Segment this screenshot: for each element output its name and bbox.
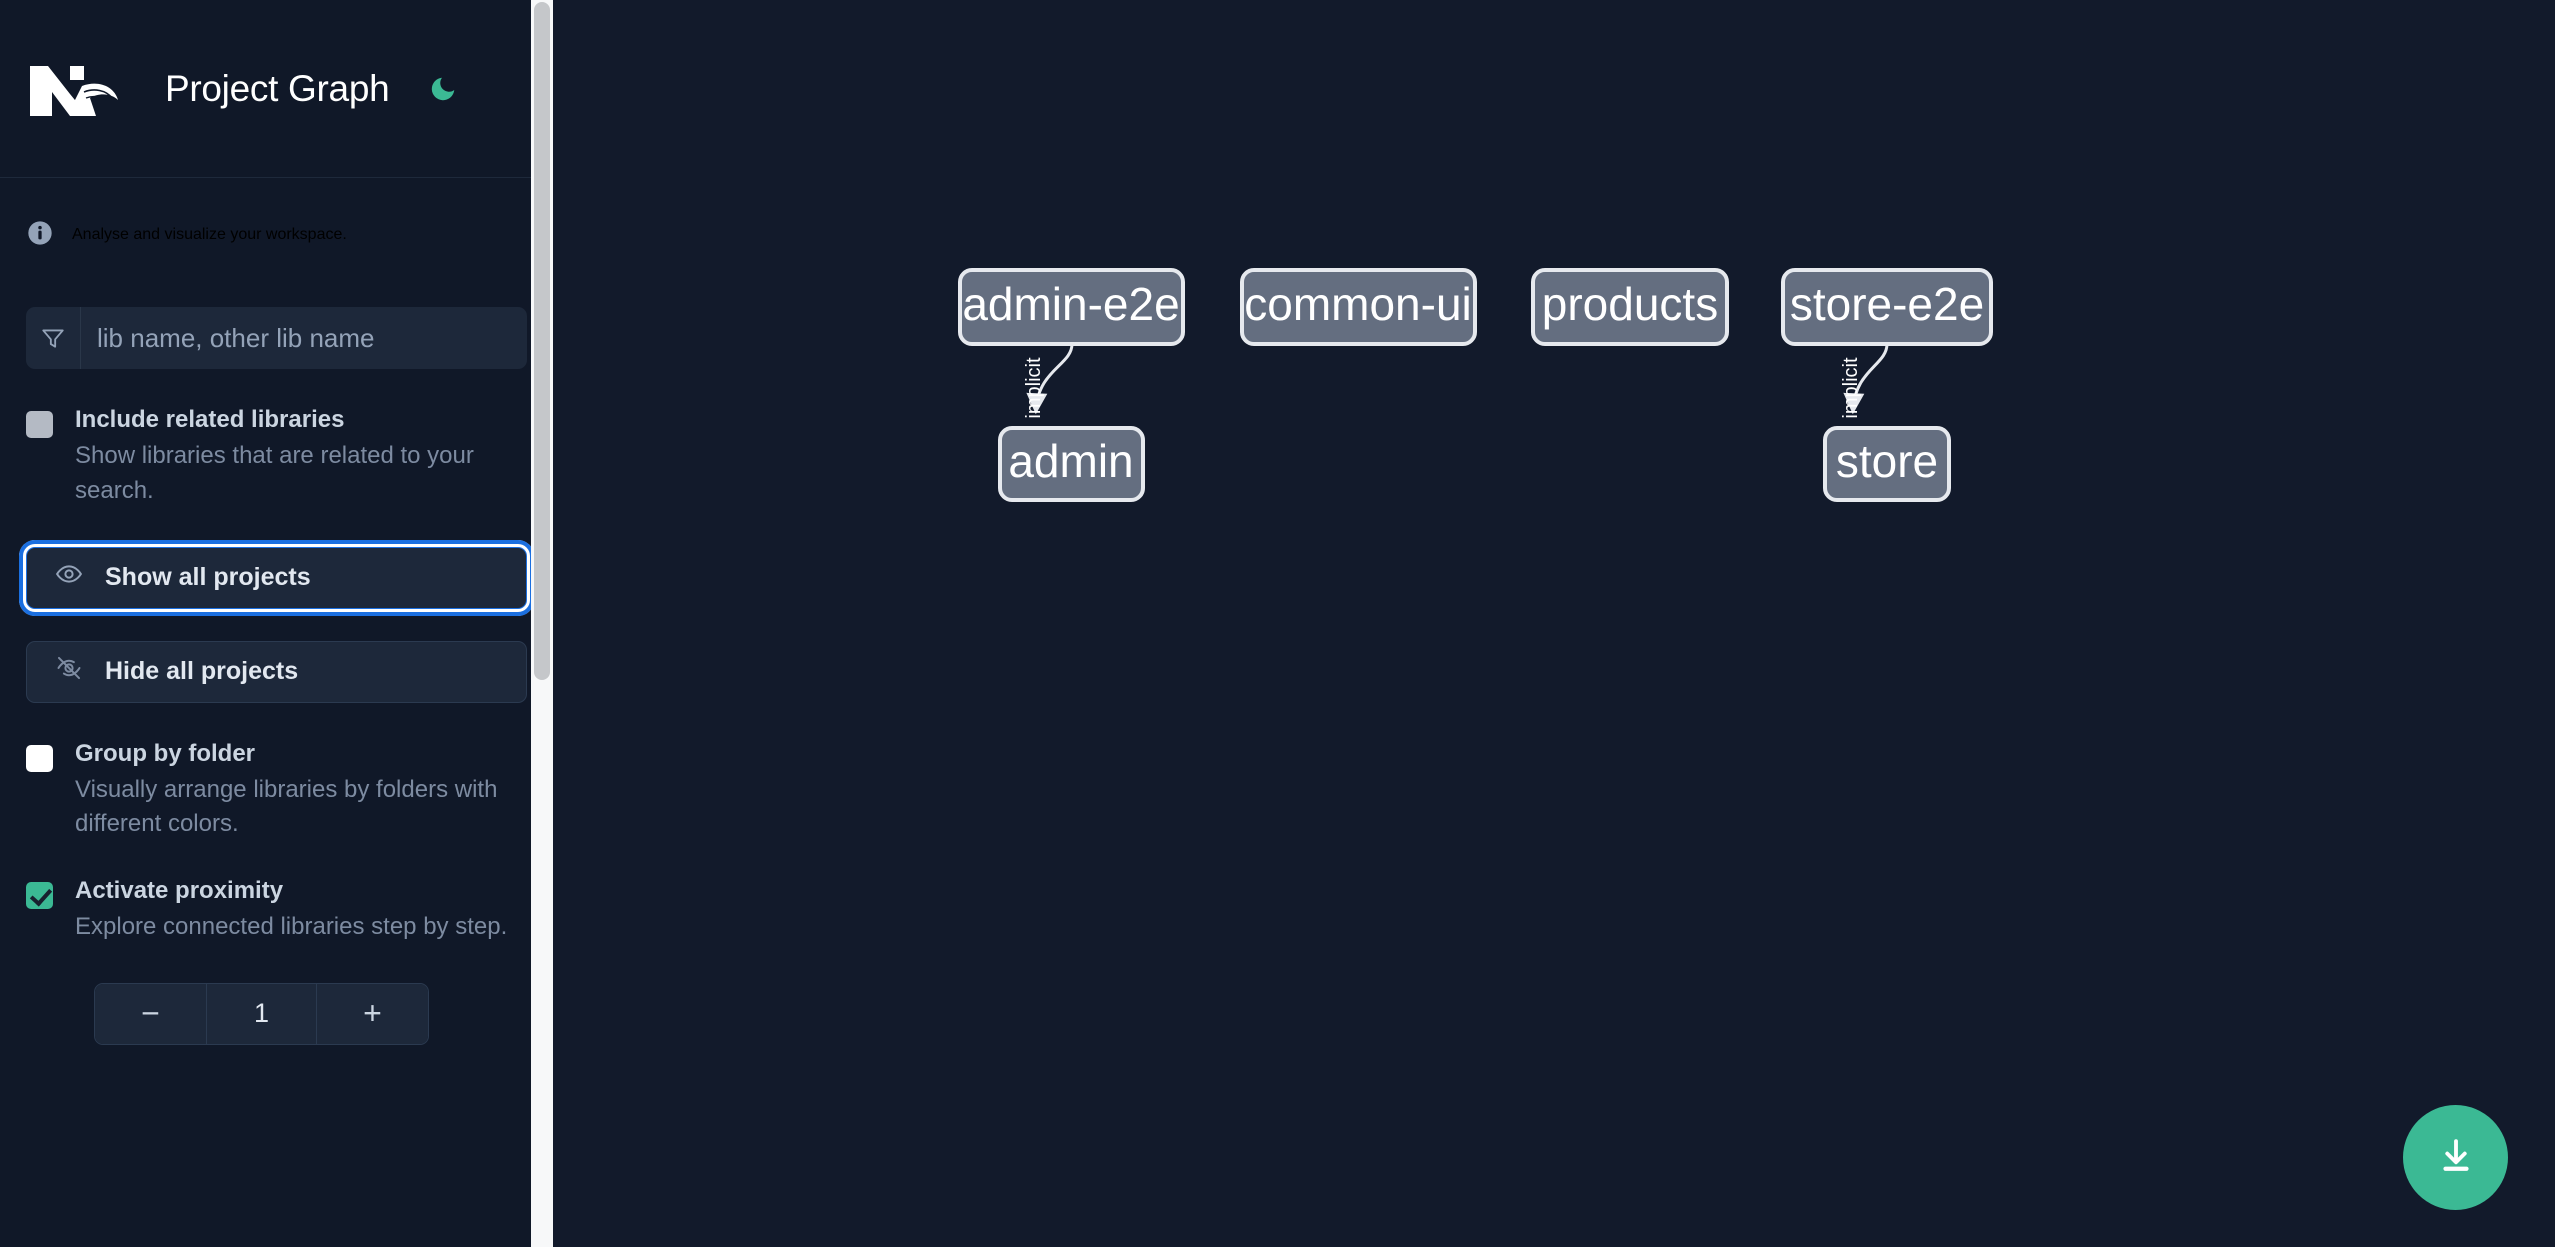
filter-search-box[interactable] xyxy=(26,307,527,369)
funnel-icon xyxy=(26,307,81,369)
sidebar-scrollbar-track[interactable] xyxy=(531,0,553,1247)
page-title: Project Graph xyxy=(165,67,390,109)
search-input[interactable] xyxy=(81,307,527,369)
project-graph-svg: implicit implicit admin-e2e common-ui pr… xyxy=(958,268,1993,502)
option-group-by-folder[interactable]: Group by folder Visually arrange librari… xyxy=(26,739,527,843)
graph-canvas[interactable]: implicit implicit admin-e2e common-ui pr… xyxy=(553,0,2555,1247)
graph-node-store-e2e[interactable]: store-e2e xyxy=(1781,268,1993,346)
hide-all-projects-label: Hide all projects xyxy=(105,657,299,686)
node-label: store-e2e xyxy=(1790,278,1984,330)
group-by-folder-checkbox[interactable] xyxy=(26,744,53,772)
visibility-buttons: Show all projects Hide all projects xyxy=(19,539,534,703)
tagline: Analyse and visualize your workspace. xyxy=(26,218,527,252)
proximity-value: 1 xyxy=(206,983,317,1044)
graph-node-admin[interactable]: admin xyxy=(998,426,1145,502)
graph-node-store[interactable]: store xyxy=(1823,426,1951,502)
option-activate-proximity[interactable]: Activate proximity Explore connected lib… xyxy=(26,876,527,945)
graph-node-admin-e2e[interactable]: admin-e2e xyxy=(958,268,1185,346)
option-description: Visually arrange libraries by folders wi… xyxy=(75,775,498,838)
node-label: products xyxy=(1542,278,1718,330)
nx-logo-icon xyxy=(26,58,123,120)
show-all-projects-button[interactable]: Show all projects xyxy=(19,539,534,616)
download-icon xyxy=(2435,1135,2477,1180)
option-label: Include related libraries xyxy=(75,406,345,433)
eye-icon xyxy=(55,560,83,595)
option-label: Activate proximity xyxy=(75,877,284,905)
tagline-text: Analyse and visualize your workspace. xyxy=(72,226,347,243)
moon-icon[interactable] xyxy=(421,67,465,111)
eye-off-icon xyxy=(55,654,83,689)
sidebar-header: Project Graph xyxy=(0,0,553,178)
graph-node-products[interactable]: products xyxy=(1531,268,1729,346)
node-label: admin xyxy=(1008,435,1133,487)
edge-label-implicit-admin: implicit xyxy=(1023,357,1045,419)
show-all-projects-label: Show all projects xyxy=(105,563,311,592)
node-label: common-ui xyxy=(1244,278,1472,330)
option-include-related-libraries[interactable]: Include related libraries Show libraries… xyxy=(26,405,527,509)
proximity-decrement-button[interactable]: − xyxy=(95,983,206,1044)
edge-label-implicit-store: implicit xyxy=(1840,357,1862,419)
sidebar: Project Graph Analyse and visualize your… xyxy=(0,0,553,1247)
edge-store-e2e-store[interactable] xyxy=(1843,343,1889,415)
sidebar-body: Analyse and visualize your workspace. In… xyxy=(0,218,553,1045)
info-icon xyxy=(26,219,54,252)
node-label: store xyxy=(1836,435,1938,487)
include-related-libraries-checkbox[interactable] xyxy=(26,411,53,438)
edge-admin-e2e-admin[interactable] xyxy=(1026,343,1074,415)
hide-all-projects-button[interactable]: Hide all projects xyxy=(26,640,527,703)
proximity-increment-button[interactable]: + xyxy=(317,983,428,1044)
activate-proximity-checkbox[interactable] xyxy=(26,882,53,910)
option-description: Show libraries that are related to your … xyxy=(75,442,474,504)
node-label: admin-e2e xyxy=(962,278,1179,330)
graph-node-common-ui[interactable]: common-ui xyxy=(1240,268,1477,346)
option-description: Explore connected libraries step by step… xyxy=(75,913,508,941)
proximity-stepper[interactable]: − 1 + xyxy=(94,982,429,1045)
sidebar-scrollbar-thumb[interactable] xyxy=(534,2,550,680)
download-button[interactable] xyxy=(2403,1105,2508,1210)
graph-edges: implicit implicit xyxy=(1023,343,1889,419)
option-label: Group by folder xyxy=(75,739,255,767)
